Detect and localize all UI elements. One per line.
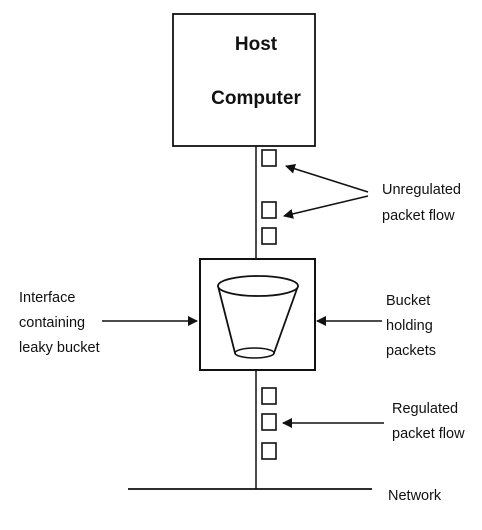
regulated-label: Regulated packet flow [392,401,465,442]
interface-label-line1: Interface [19,290,75,306]
bucket-label-line2: holding [386,318,433,334]
packet-icon [261,201,277,219]
bucket-icon [217,275,299,359]
host-computer-box: Host Computer [172,13,316,147]
arrow-icon [285,163,369,193]
unregulated-label: Unregulated packet flow [382,182,461,224]
host-label-line1: Host [235,34,278,55]
unregulated-label-line1: Unregulated [382,182,461,198]
bucket-label-line3: packets [386,343,436,359]
packet-icon [261,227,277,245]
interface-label-line3: leaky bucket [19,340,100,356]
regulated-label-line2: packet flow [392,426,465,442]
packet-icon [261,387,277,405]
packet-icon [261,149,277,167]
bucket-label: Bucket holding packets [386,293,436,359]
network-label: Network [388,488,442,504]
interface-label: Interface containing leaky bucket [19,290,100,356]
arrow-icon [283,195,369,219]
packet-icon [261,442,277,460]
host-label-line2: Computer [211,88,301,109]
unregulated-label-line2: packet flow [382,208,455,224]
bucket-label-line1: Bucket [386,293,430,309]
interface-label-line2: containing [19,315,85,331]
regulated-label-line1: Regulated [392,401,458,417]
packet-icon [261,413,277,431]
